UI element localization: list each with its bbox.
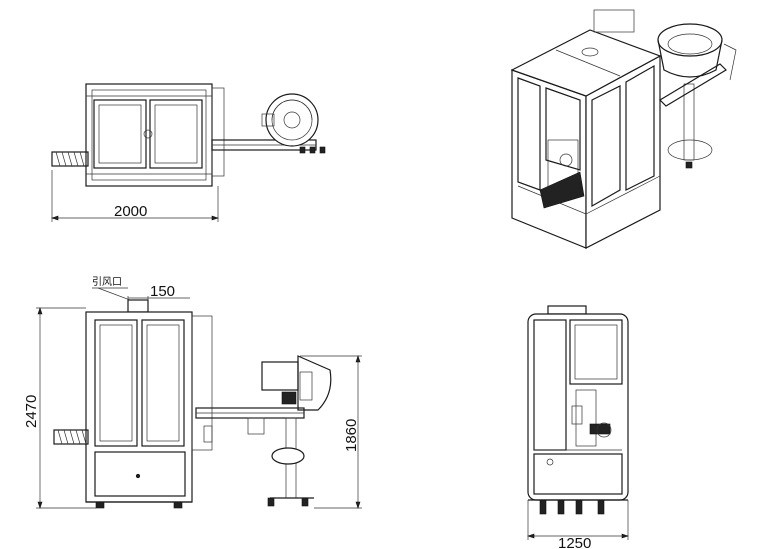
dim-label-150: 150 — [150, 283, 175, 300]
front-view-door-left — [94, 319, 138, 447]
iso-conveyor — [659, 63, 727, 107]
dim-label-2000: 2000 — [114, 203, 147, 220]
iso-cabinet-top — [510, 29, 662, 97]
top-view-infeed-screw — [51, 151, 89, 167]
side-view: 1250 — [527, 305, 629, 549]
dim-label-1250: 1250 — [558, 535, 591, 549]
dim-label-2470: 2470 — [23, 395, 40, 428]
top-view: 2000 — [51, 83, 326, 222]
front-view: 引风口 150 — [23, 276, 362, 509]
front-view-infeed-screw — [53, 429, 89, 445]
top-view-bowl — [265, 93, 319, 147]
front-view-cabinet — [85, 311, 193, 503]
front-view-bowl — [297, 355, 332, 411]
side-view-top-part — [547, 305, 587, 315]
front-view-feeder-box — [261, 361, 299, 391]
top-view-cabinet — [85, 83, 213, 187]
front-view-door-right — [141, 319, 185, 447]
top-view-door-left — [93, 99, 147, 169]
outlet-label: 引风口 — [92, 276, 122, 288]
iso-bowl — [657, 23, 723, 57]
iso-cabinet-left-face — [511, 69, 587, 249]
air-outlet — [127, 299, 149, 313]
side-view-window — [569, 319, 623, 385]
dim-label-1860: 1860 — [343, 419, 360, 452]
side-view-cabinet — [527, 313, 629, 501]
top-view-door-right — [149, 99, 203, 169]
front-view-lower-panel — [94, 451, 186, 497]
isometric-view — [510, 9, 737, 249]
